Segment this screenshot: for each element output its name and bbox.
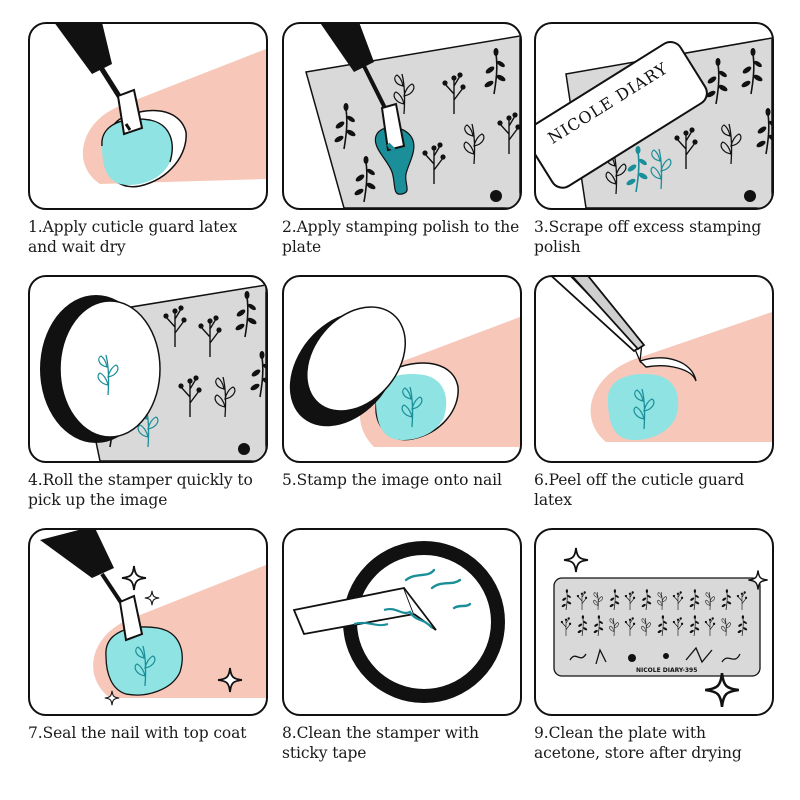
step-6-illustration <box>534 275 774 463</box>
step-8-caption: 8.Clean the stamper with sticky tape <box>282 724 479 762</box>
step-4-illustration <box>28 275 268 463</box>
stamping-plate <box>553 577 761 677</box>
step-2-illustration <box>282 22 522 210</box>
brush-cap <box>55 24 112 74</box>
bottle-cap <box>40 530 114 578</box>
step-3-illustration: NICOLE DIARY <box>534 22 774 210</box>
step-8-illustration <box>282 528 522 716</box>
plate-dot <box>490 190 502 202</box>
peeling-latex <box>638 357 697 382</box>
step-1-caption: 1.Apply cuticle guard latex and wait dry <box>28 218 238 256</box>
plate-dot <box>238 443 250 455</box>
nail <box>101 119 173 186</box>
plate-dot <box>744 190 756 202</box>
step-9-caption: 9.Clean the plate with acetone, store af… <box>534 724 742 762</box>
nail-outline <box>101 118 173 163</box>
nail <box>607 374 679 441</box>
stamper-pad <box>306 306 406 412</box>
step-5-illustration <box>282 275 522 463</box>
plate-label: NICOLE DIARY-395 <box>636 667 697 674</box>
step-6-caption: 6.Peel off the cuticle guard latex <box>534 471 745 509</box>
plate-designs <box>560 588 749 665</box>
polish-brush <box>380 102 406 152</box>
sparkle-icon <box>121 565 147 591</box>
step-3-caption: 3.Scrape off excess stamping polish <box>534 218 762 256</box>
stamper-pad <box>59 300 161 438</box>
brush <box>116 88 144 136</box>
step-2-caption: 2.Apply stamping polish to the plate <box>282 218 520 256</box>
sparkle-icon <box>703 671 741 709</box>
tweezers-arm-2 <box>571 277 646 351</box>
top-coat-brush <box>118 594 144 642</box>
tape-residue <box>383 608 433 629</box>
step-9-illustration: NICOLE DIARY-395 <box>534 528 774 716</box>
step-4-caption: 4.Roll the stamper quickly to pick up th… <box>28 471 253 509</box>
sparkle-icon <box>144 590 160 606</box>
step-5-caption: 5.Stamp the image onto nail <box>282 471 502 489</box>
stamping-plate <box>305 35 520 208</box>
step-7-caption: 7.Seal the nail with top coat <box>28 724 247 742</box>
sparkle-icon <box>563 547 589 573</box>
step-1-illustration <box>28 22 268 210</box>
nail <box>375 374 447 441</box>
step-7-illustration <box>28 528 268 716</box>
bottle-cap <box>320 24 374 72</box>
